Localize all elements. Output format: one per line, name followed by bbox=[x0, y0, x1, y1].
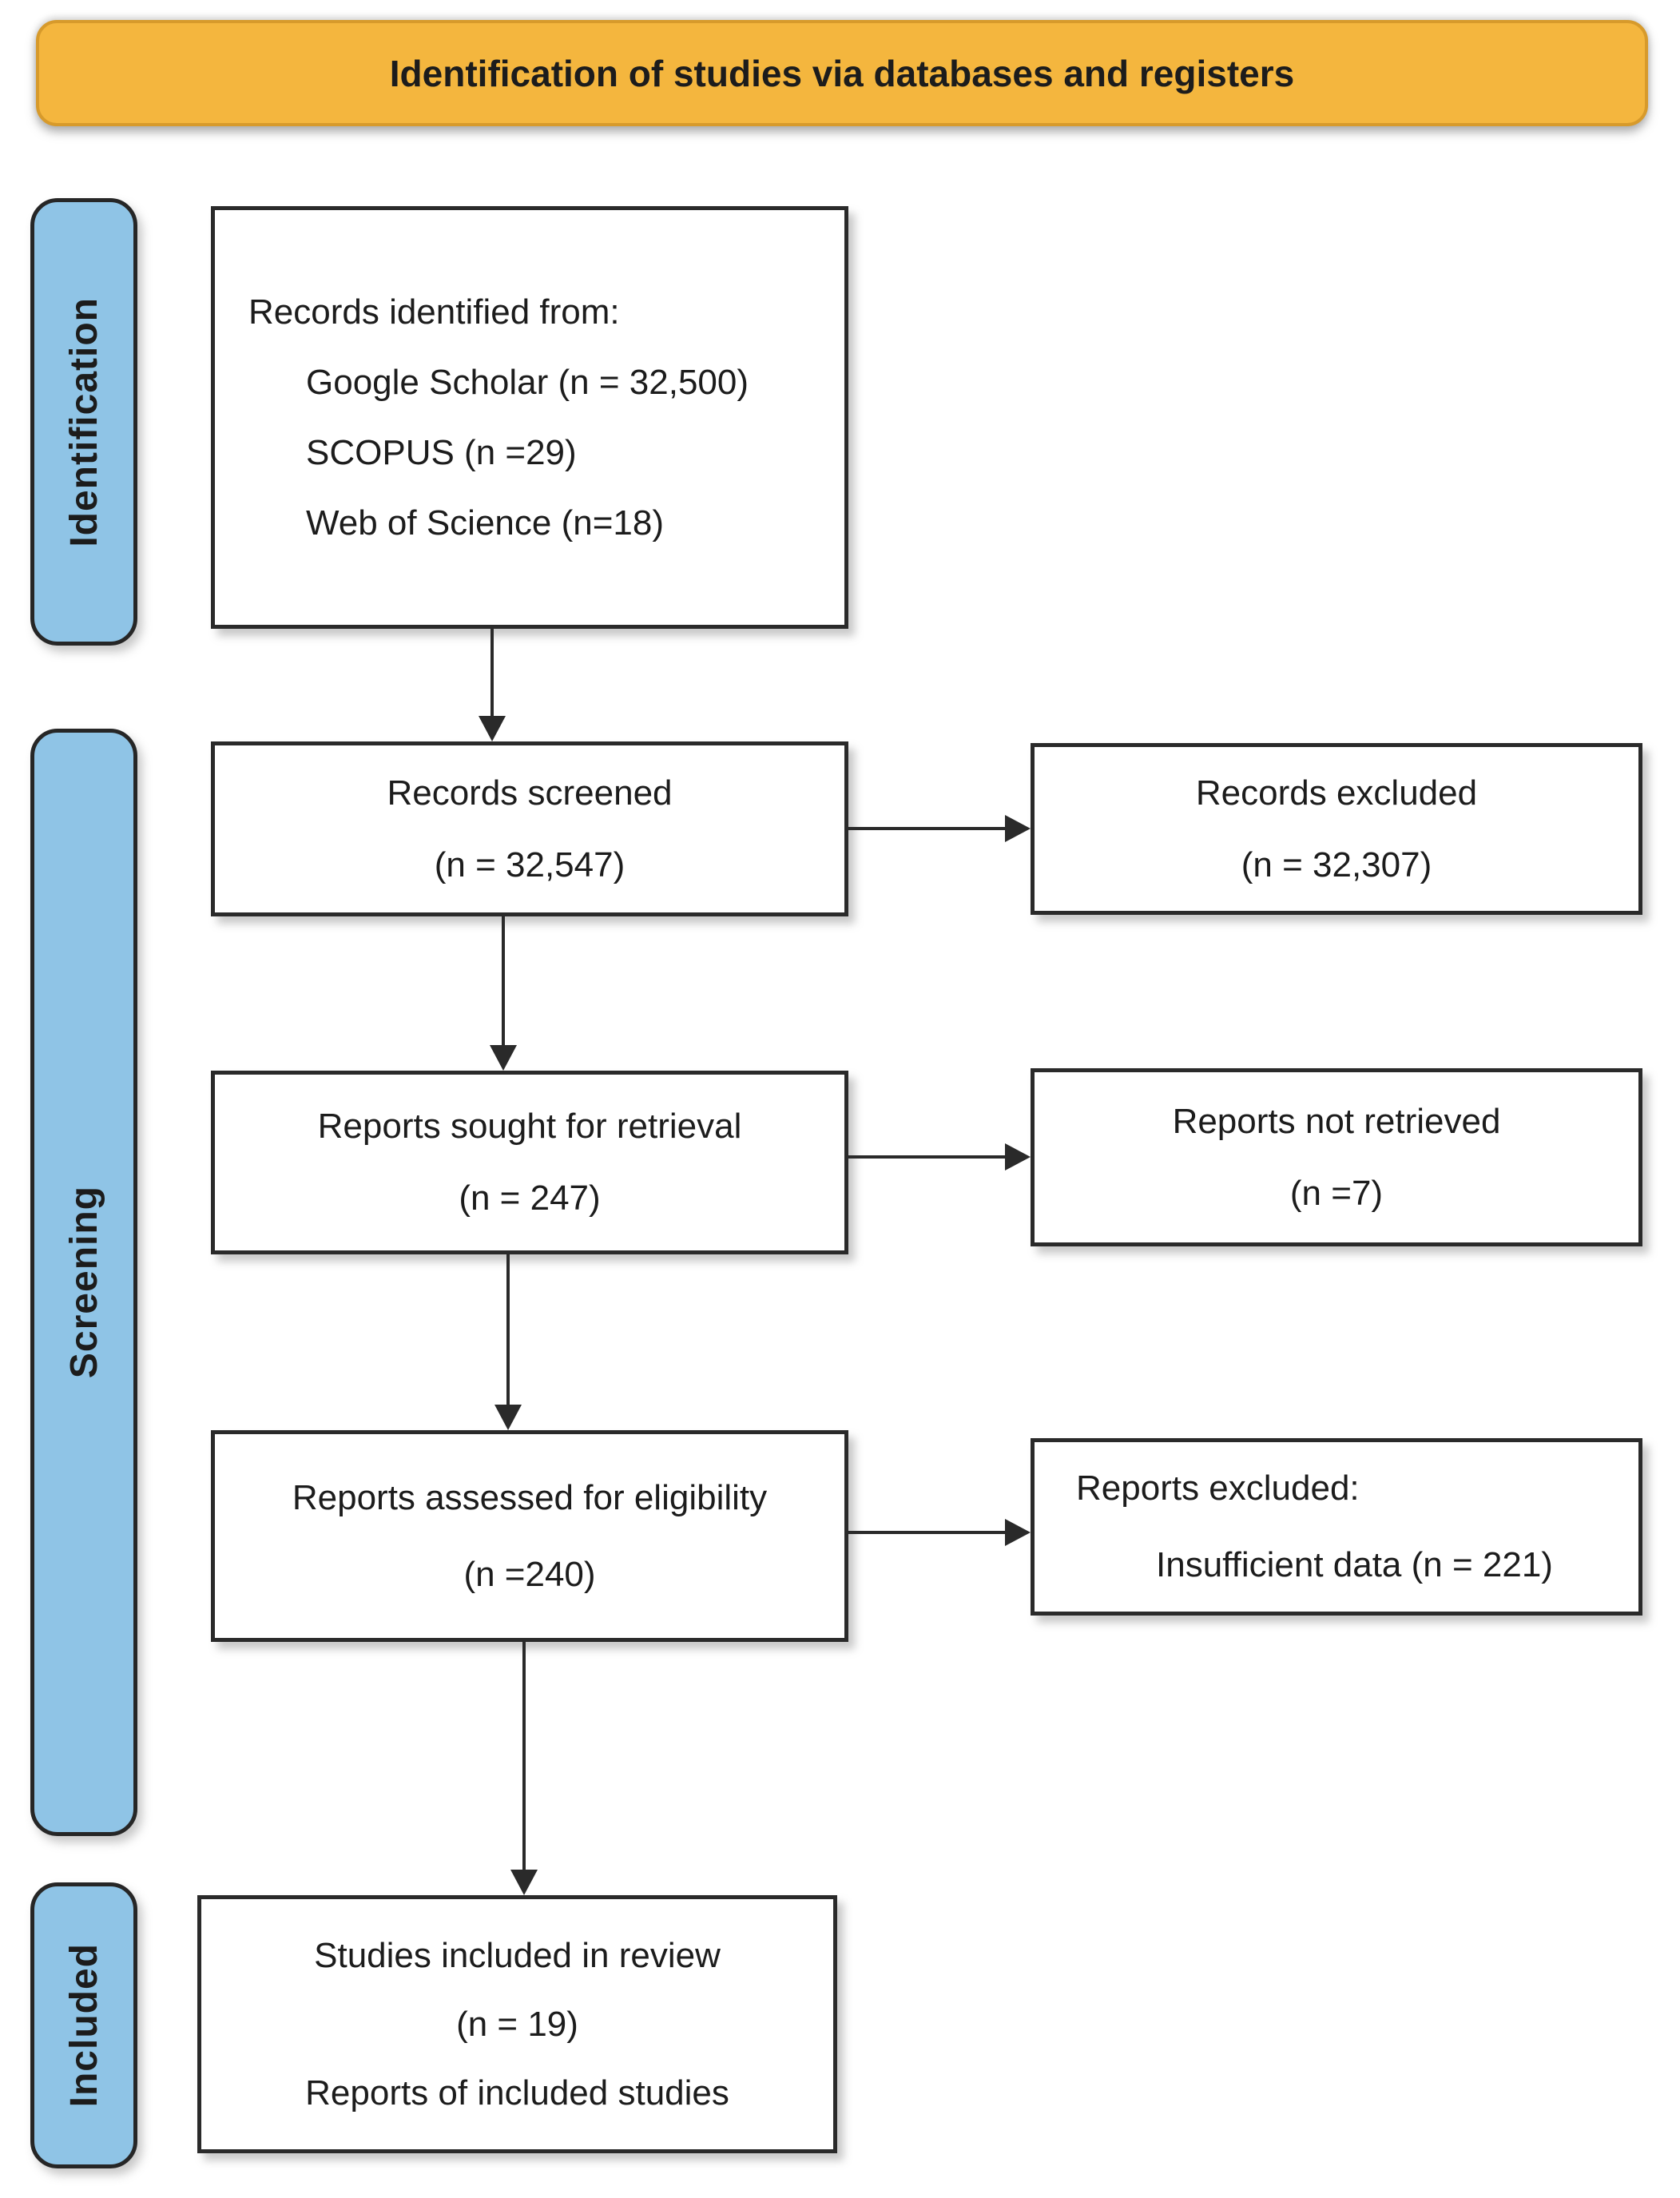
box-line: Reports excluded: bbox=[1076, 1469, 1360, 1508]
box-reports-excluded: Reports excluded: Insufficient data (n =… bbox=[1031, 1438, 1642, 1616]
box-reports-assessed: Reports assessed for eligibility (n =240… bbox=[211, 1430, 848, 1642]
stage-label-identification: Identification bbox=[62, 296, 105, 547]
banner-title: Identification of studies via databases … bbox=[389, 52, 1295, 94]
box-line: Reports of included studies bbox=[305, 2073, 729, 2113]
box-records-screened: Records screened (n = 32,547) bbox=[211, 741, 848, 916]
arrow-identified-to-screened-line bbox=[490, 629, 494, 718]
box-line: Insufficient data (n = 221) bbox=[1156, 1545, 1553, 1584]
box-line: Reports sought for retrieval bbox=[317, 1107, 742, 1146]
box-studies-included: Studies included in review (n = 19) Repo… bbox=[197, 1895, 837, 2153]
arrow-sought-to-not-retrieved-line bbox=[848, 1155, 1007, 1159]
arrow-assessed-to-excluded-head bbox=[1005, 1519, 1031, 1546]
box-line: (n =7) bbox=[1289, 1173, 1384, 1213]
box-line: (n =240) bbox=[463, 1554, 596, 1594]
stage-bar-included: Included bbox=[30, 1882, 137, 2168]
stage-label-included: Included bbox=[62, 1943, 105, 2108]
box-line: (n = 247) bbox=[459, 1178, 601, 1218]
box-line: Records identified from: bbox=[248, 292, 620, 332]
box-line: Reports assessed for eligibility bbox=[292, 1477, 768, 1517]
box-records-identified: Records identified from: Google Scholar … bbox=[211, 206, 848, 629]
arrow-screened-to-excluded-head bbox=[1005, 815, 1031, 842]
header-banner: Identification of studies via databases … bbox=[36, 20, 1648, 126]
stage-bar-identification: Identification bbox=[30, 198, 137, 646]
box-line: Web of Science (n=18) bbox=[306, 503, 664, 543]
arrow-assessed-to-excluded-line bbox=[848, 1531, 1007, 1534]
arrow-identified-to-screened-head bbox=[479, 716, 506, 741]
arrow-assessed-to-included-line bbox=[522, 1642, 526, 1872]
box-line: (n = 19) bbox=[456, 2004, 578, 2044]
box-line: Records excluded bbox=[1195, 773, 1478, 813]
box-line: (n = 32,547) bbox=[434, 845, 626, 884]
arrow-sought-to-assessed-head bbox=[494, 1405, 522, 1430]
arrow-assessed-to-included-head bbox=[510, 1870, 538, 1895]
arrow-screened-to-sought-head bbox=[490, 1045, 517, 1071]
box-reports-sought: Reports sought for retrieval (n = 247) bbox=[211, 1071, 848, 1254]
box-line: Records screened bbox=[387, 773, 673, 813]
box-records-excluded: Records excluded (n = 32,307) bbox=[1031, 743, 1642, 915]
box-line: SCOPUS (n =29) bbox=[306, 432, 577, 472]
arrow-screened-to-excluded-line bbox=[848, 827, 1007, 830]
box-line: Studies included in review bbox=[314, 1935, 721, 1975]
stage-bar-screening: Screening bbox=[30, 729, 137, 1836]
arrow-sought-to-assessed-line bbox=[506, 1254, 510, 1406]
box-line: Reports not retrieved bbox=[1172, 1101, 1501, 1141]
box-reports-not-retrieved: Reports not retrieved (n =7) bbox=[1031, 1068, 1642, 1246]
arrow-screened-to-sought-line bbox=[502, 916, 505, 1047]
box-line: Google Scholar (n = 32,500) bbox=[306, 362, 749, 402]
arrow-sought-to-not-retrieved-head bbox=[1005, 1143, 1031, 1171]
stage-label-screening: Screening bbox=[62, 1186, 105, 1379]
box-line: (n = 32,307) bbox=[1241, 845, 1432, 884]
